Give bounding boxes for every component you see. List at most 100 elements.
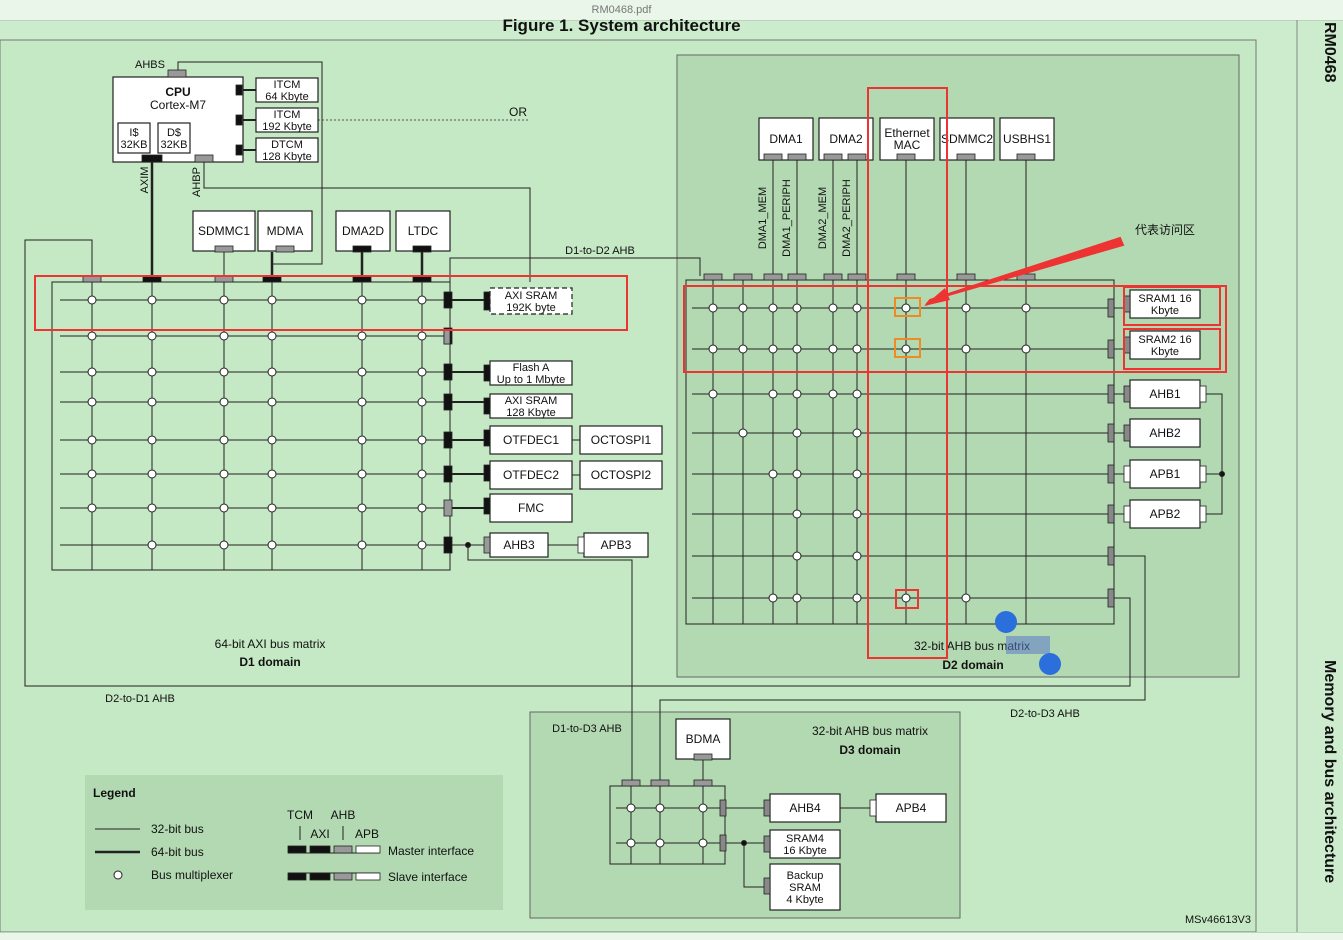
figure-title: Figure 1. System architecture (502, 16, 741, 35)
pdf-statusbar (0, 932, 1343, 940)
apb3-box (583, 532, 649, 558)
bus-multiplexer (87, 295, 97, 305)
bus-multiplexer (708, 344, 718, 354)
fmc-box (489, 493, 573, 523)
d2-slave-apb1 (1129, 459, 1201, 489)
slave-port (483, 429, 491, 447)
cpu-title: CPU (165, 85, 190, 99)
bus-multiplexer (267, 469, 277, 479)
slave-port (483, 464, 491, 482)
legend-tcm-label: TCM (287, 808, 313, 822)
bus-multiplexer (852, 551, 862, 561)
d2-master-port (956, 273, 976, 281)
bus-multiplexer (961, 593, 971, 603)
d2-master-dma1 (758, 117, 814, 161)
bus-multiplexer (417, 469, 427, 479)
highlight-sram1 (1123, 286, 1221, 326)
d2-master-dma1-label: DMA1 (769, 132, 803, 146)
bus-multiplexer (626, 803, 636, 813)
legend-title: Legend (93, 786, 136, 800)
d2-to-d1-label: D2-to-D1 AHB (105, 693, 175, 705)
bus-multiplexer (87, 397, 97, 407)
d2-master-ethernet-mac (879, 117, 935, 161)
bus-multiplexer (828, 389, 838, 399)
slave-port (1199, 465, 1207, 483)
legend-slave-axi (309, 872, 331, 881)
legend-master-ahb (333, 845, 353, 854)
or-label: OR (509, 105, 527, 119)
legend-panel (85, 775, 503, 910)
slave-port (1123, 505, 1131, 523)
bus-multiplexer (417, 397, 427, 407)
d2-master-port (1016, 273, 1036, 281)
bus-multiplexer (267, 397, 277, 407)
master-port (896, 153, 916, 161)
bus-multiplexer (961, 303, 971, 313)
selection-handle-end[interactable] (1039, 653, 1061, 675)
bus-multiplexer (792, 303, 802, 313)
selection-handle-start[interactable] (995, 611, 1017, 633)
bus-multiplexer (768, 344, 778, 354)
legend-slave-ahb (333, 872, 353, 881)
master-port (956, 153, 976, 161)
bus-multiplexer (357, 540, 367, 550)
d1-slave-port (443, 536, 453, 554)
cpu-subtitle: Cortex-M7 (150, 98, 206, 112)
master-port (847, 153, 867, 161)
d2-master-port (896, 273, 916, 281)
bus-multiplexer (768, 469, 778, 479)
bus-multiplexer (87, 331, 97, 341)
slave-port (1123, 424, 1131, 442)
bus-multiplexer (901, 303, 911, 313)
bus-multiplexer (738, 428, 748, 438)
annotation-arrow-head (924, 288, 950, 306)
bus-multiplexer (357, 295, 367, 305)
d1-slave-port (443, 393, 453, 411)
d2-domain-label: D2 domain (942, 658, 1003, 672)
d1-domain-label: D1 domain (239, 655, 300, 669)
bus-multiplexer (267, 540, 277, 550)
d3-master-port (693, 779, 713, 787)
bus-multiplexer (852, 593, 862, 603)
bus-multiplexer (357, 469, 367, 479)
ahbp-port (194, 154, 214, 163)
bus-multiplexer (708, 389, 718, 399)
bus-multiplexer (87, 469, 97, 479)
legend-apb-label: APB (355, 827, 379, 841)
axi-sram-192k-box (489, 287, 573, 315)
bus-multiplexer (87, 367, 97, 377)
bus-multiplexer (357, 435, 367, 445)
d1-master-dma2d-label: DMA2D (342, 224, 384, 238)
d2-master-usbhs1-label: USBHS1 (1003, 132, 1051, 146)
master-port (275, 245, 295, 253)
axim-label: AXIM (139, 167, 151, 194)
d3-slave-ahb4-label: AHB4 (789, 801, 821, 815)
d3-master-port (650, 779, 670, 787)
d2-to-d3-ahb (1050, 555, 1146, 701)
d1-bus-matrix (51, 281, 451, 571)
bus-multiplexer (698, 803, 708, 813)
bus-multiplexer (87, 435, 97, 445)
bus-multiplexer (219, 331, 229, 341)
d1-slave-port (443, 363, 453, 381)
bus-multiplexer (147, 397, 157, 407)
junction-dot (741, 840, 747, 846)
d3-slave-backup-sram (769, 863, 841, 911)
legend-master-axi (309, 845, 331, 854)
d2-slave-port (1107, 339, 1115, 359)
master-port (214, 245, 234, 253)
tcm-port (235, 114, 243, 126)
slave-port (483, 291, 491, 311)
slave-port (763, 799, 771, 817)
d3-apb4-box (875, 793, 947, 823)
d3-slave-port (719, 799, 727, 817)
itcm2-box (255, 107, 319, 133)
backup-sram-bus (743, 843, 770, 888)
octospi1-box-label: OCTOSPI1 (591, 433, 652, 447)
d2-master-port (787, 273, 807, 281)
